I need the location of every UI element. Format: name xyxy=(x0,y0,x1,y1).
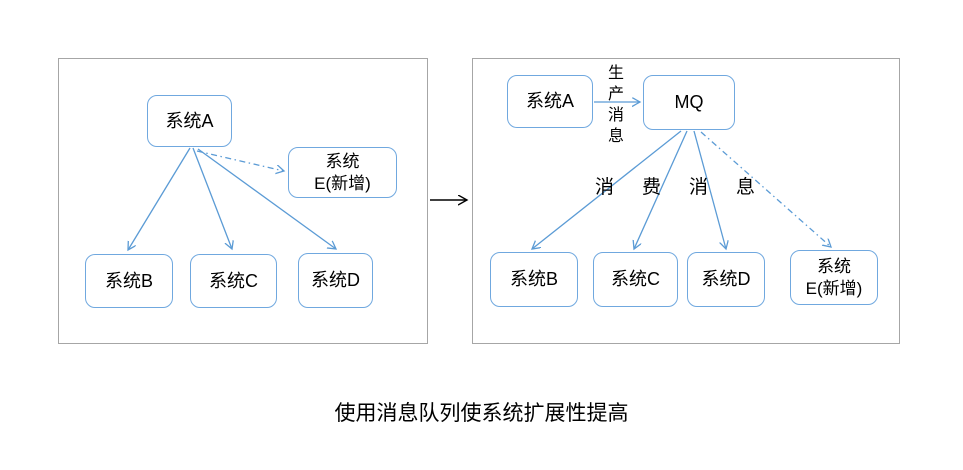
node-system-a-right: 系统A xyxy=(507,75,593,128)
node-label: 系统C xyxy=(209,270,258,291)
node-system-b-right: 系统B xyxy=(490,252,578,307)
node-system-c-right: 系统C xyxy=(593,252,678,307)
node-label: 系统A xyxy=(165,110,214,131)
node-system-d-left: 系统D xyxy=(298,253,373,308)
node-label: 系统B xyxy=(509,269,558,290)
node-system-c-left: 系统C xyxy=(190,254,277,308)
node-label: 系统D xyxy=(311,270,360,291)
node-system-b-left: 系统B xyxy=(85,254,173,308)
node-label-line2: E(新增) xyxy=(805,278,863,298)
node-label: 系统A xyxy=(525,91,574,112)
node-system-e-right: 系统 E(新增) xyxy=(790,250,878,305)
node-mq: MQ xyxy=(643,75,735,130)
node-system-d-right: 系统D xyxy=(687,252,765,307)
node-label: 系统C xyxy=(611,269,660,290)
node-label-line1: 系统 xyxy=(325,152,360,172)
node-label: 系统D xyxy=(701,269,751,290)
node-system-a-left: 系统A xyxy=(147,95,232,147)
diagram-caption: 使用消息队列使系统扩展性提高 xyxy=(334,402,629,425)
node-label-line2: E(新增) xyxy=(314,173,371,193)
node-label: 系统B xyxy=(104,270,153,291)
node-label: MQ xyxy=(674,92,704,113)
produce-message-label: 生产消息 xyxy=(607,65,624,145)
node-label-line1: 系统 xyxy=(817,257,851,277)
node-system-e-left: 系统 E(新增) xyxy=(288,147,397,198)
consume-message-label: 消费消息 xyxy=(595,177,784,198)
